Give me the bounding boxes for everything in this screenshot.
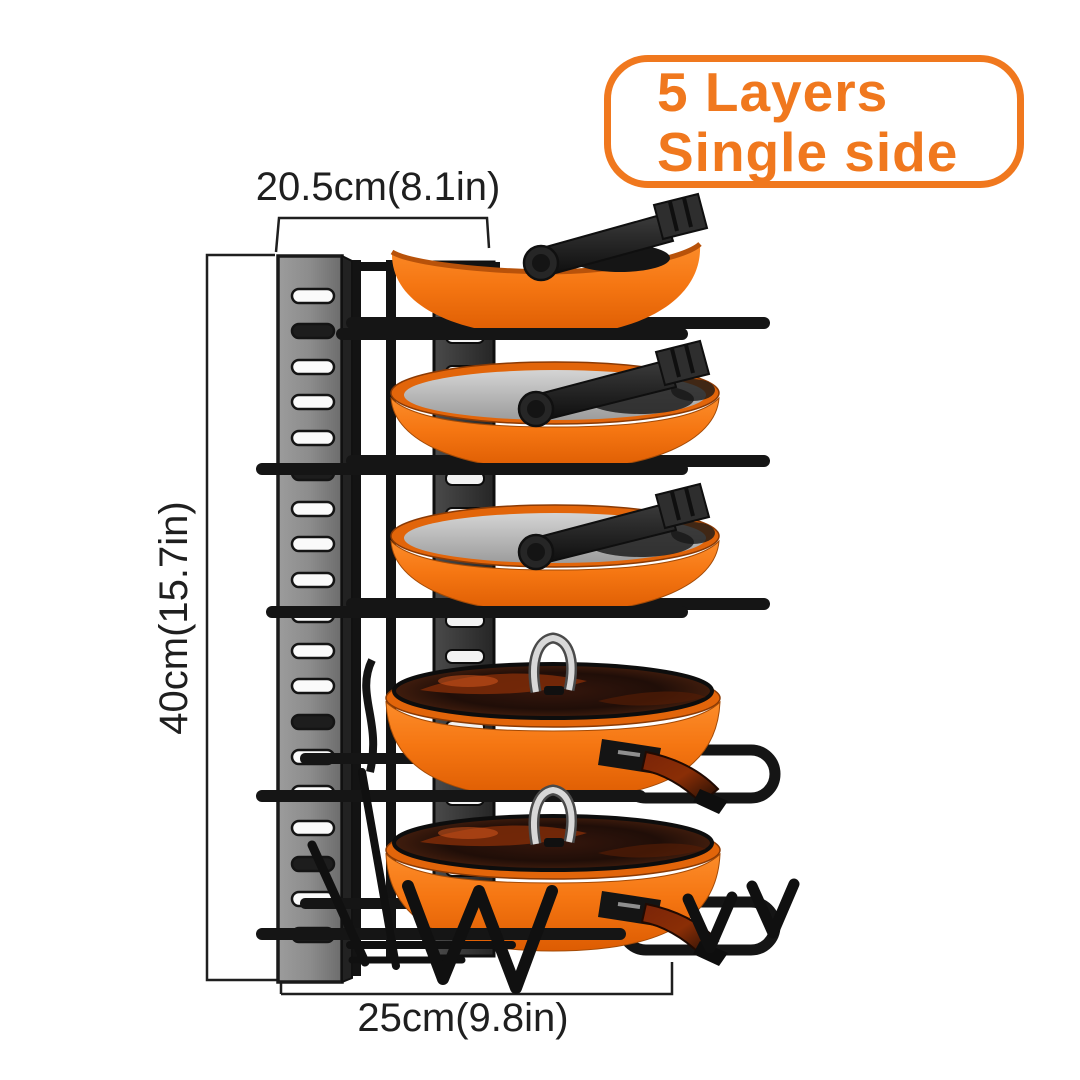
badge-line-2: Single side — [657, 120, 959, 183]
height-line — [205, 253, 283, 994]
layers-badge: 5 Layers Single side — [604, 55, 1024, 188]
depth-dimension-label: 25cm(9.8in) — [357, 996, 568, 1040]
width-dimension-label: 20.5cm(8.1in) — [256, 165, 501, 209]
shelf-wire-1-front — [336, 328, 688, 340]
badge-line-1: 5 Layers — [657, 60, 889, 123]
base-feet-wires — [307, 768, 800, 994]
shelf-wire-5-front — [256, 928, 626, 940]
frying-pan-1 — [390, 192, 709, 336]
shelf-wire-4-front — [256, 790, 646, 802]
perforated-upright-bar — [276, 254, 353, 984]
width-bracket — [274, 216, 491, 253]
depth-bracket — [281, 962, 674, 996]
shelf-wire-2-front — [256, 463, 688, 475]
shelf-wire-3-front — [266, 606, 688, 618]
height-dimension-label: 40cm(15.7in) — [152, 501, 196, 734]
dimension-lines — [205, 216, 674, 996]
